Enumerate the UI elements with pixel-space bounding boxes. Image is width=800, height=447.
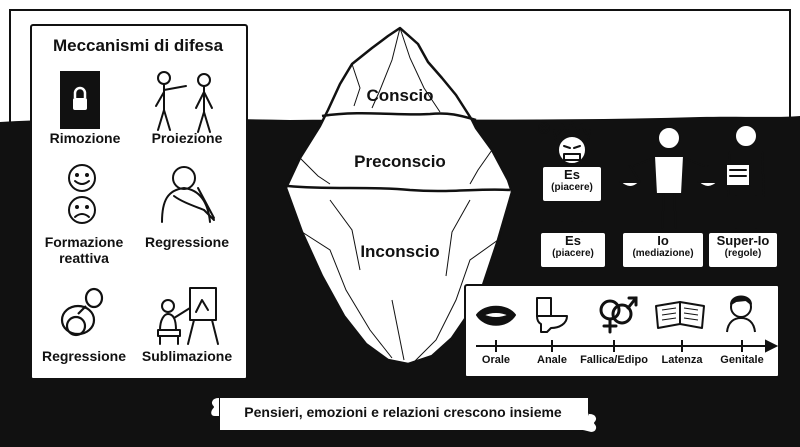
super-io-structure-card: Super-Io (regole): [708, 232, 778, 268]
mechanism-label: Rimozione: [49, 130, 121, 146]
man-with-scales-icon: [619, 126, 719, 229]
iceberg-level-label: Conscio: [366, 86, 434, 105]
mechanism-label: Proiezione: [151, 130, 223, 146]
stage-label: Orale: [481, 354, 511, 366]
stage-label: Fallica/Edipo: [580, 354, 648, 366]
stage-label: Anale: [537, 354, 567, 366]
es-sign-sub: (piacere): [551, 182, 593, 193]
iceberg-level-label: Preconscio: [354, 152, 446, 171]
pacifier-icon: [60, 287, 104, 337]
mechanism-label: Regressione: [41, 348, 127, 364]
young-man-icon: [726, 295, 756, 333]
open-book-icon: [655, 301, 705, 329]
banner-scroll: [209, 396, 599, 434]
es-sign-name: Es: [564, 167, 580, 182]
toilet-icon: [536, 297, 568, 333]
angry-child-icon: [538, 121, 599, 235]
structure-name: Super-Io: [716, 233, 770, 248]
structure-sub: (mediazione): [632, 248, 694, 259]
iceberg-level-label: Inconscio: [360, 242, 440, 261]
gender-symbols-icon: [599, 296, 638, 334]
structure-sub: (regole): [724, 248, 762, 259]
locked-door-icon: [60, 71, 100, 129]
smile-frown-faces-icon: [68, 164, 96, 224]
man-with-rulebook-icon: [725, 124, 765, 229]
mechanism-label: Regressione: [144, 234, 230, 250]
defense-panel-title: Meccanismi di difesa: [52, 36, 224, 55]
hunched-person-icon: [161, 166, 215, 223]
es-sign: Es (piacere): [542, 166, 602, 202]
painter-easel-icon: [157, 287, 219, 345]
io-structure-card: Io (mediazione): [622, 232, 704, 268]
outer-frame: [9, 9, 791, 439]
banner-text: Pensieri, emozioni e relazioni crescono …: [244, 404, 562, 420]
pointing-figures-icon: [155, 71, 213, 133]
es-structure-card: Es (piacere): [540, 232, 606, 268]
stage-label: Latenza: [661, 354, 703, 366]
iceberg-shading: [299, 27, 499, 363]
structure-sub: (piacere): [552, 248, 594, 259]
mechanism-label: Formazione reattiva: [44, 234, 124, 266]
structure-name: Es: [565, 233, 581, 248]
mechanism-label: Sublimazione: [141, 348, 233, 364]
structure-name: Io: [657, 233, 669, 248]
iceberg-contours: [287, 112, 511, 193]
mouth-icon: [476, 305, 516, 326]
stage-label: Genitale: [720, 354, 764, 366]
